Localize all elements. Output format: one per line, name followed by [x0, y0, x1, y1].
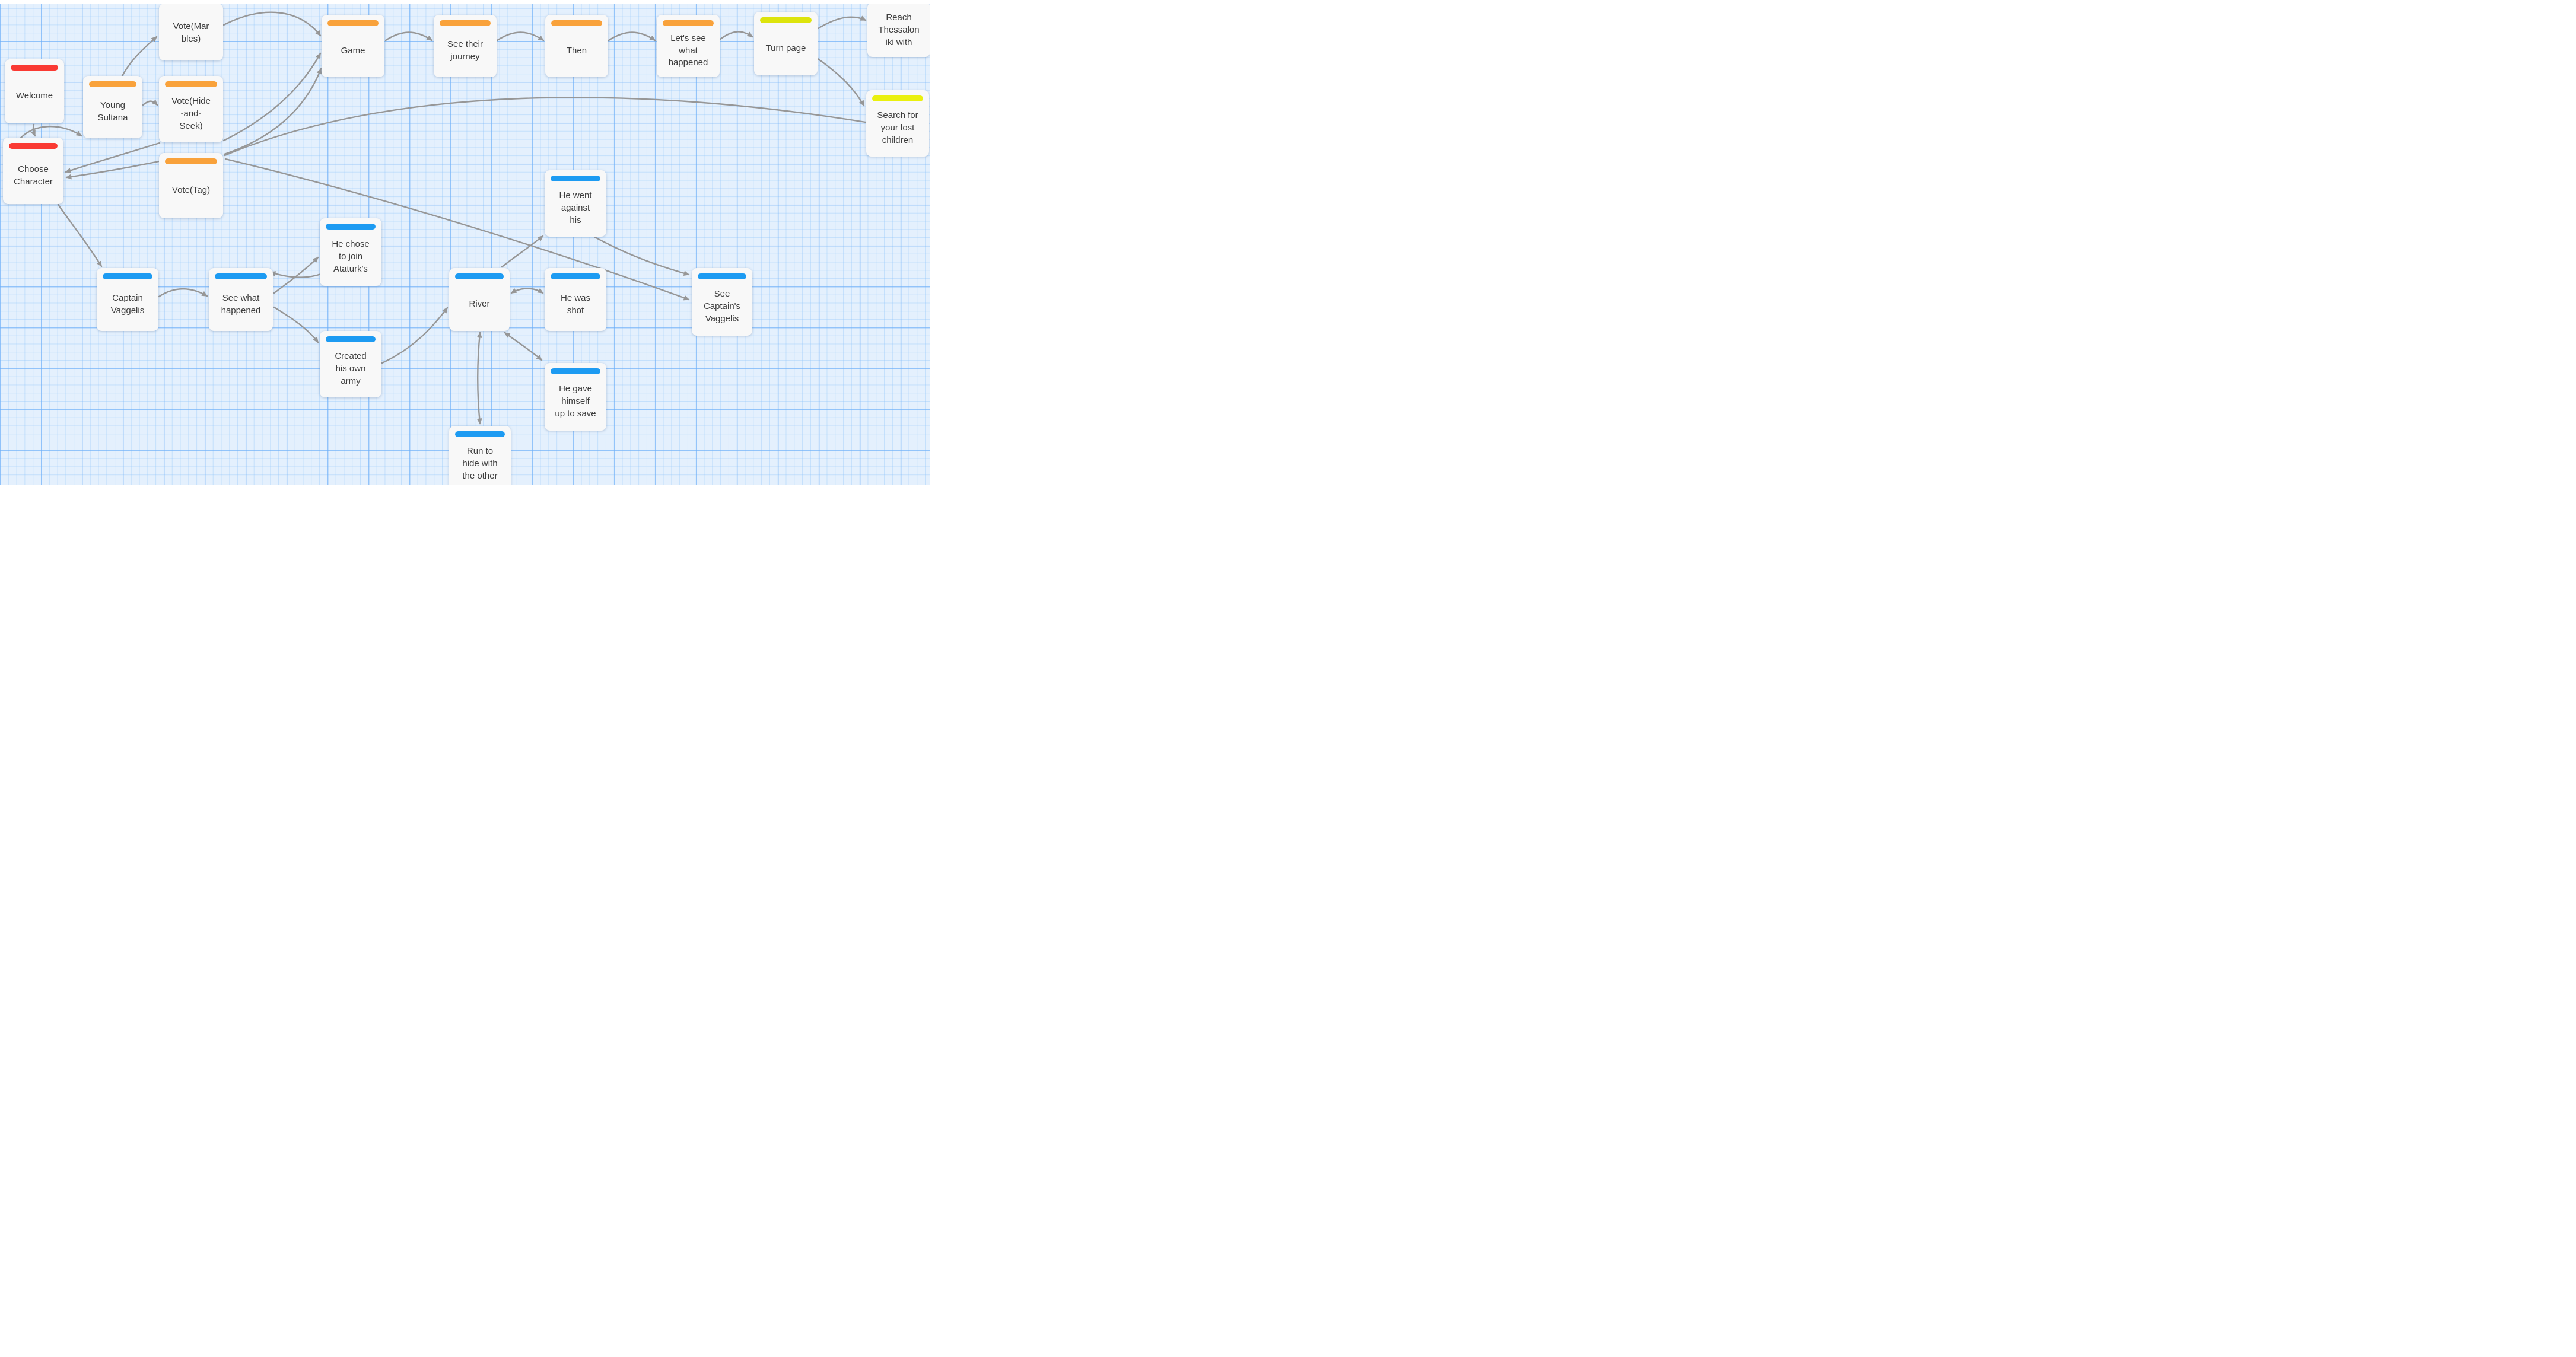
node-turn-page[interactable]: Turn page	[754, 12, 818, 75]
node-choose-character[interactable]: Choose Character	[3, 138, 63, 204]
edge-vote-tag-to-game[interactable]	[223, 68, 322, 155]
node-river[interactable]: River	[449, 268, 510, 331]
node-he-was-shot[interactable]: He was shot	[545, 268, 606, 331]
node-color-bar	[455, 273, 504, 279]
node-label: He went against his	[559, 190, 592, 225]
edge-captain-vaggelis-to-see-what[interactable]	[158, 288, 208, 298]
edge-turn-page-to-reach-thessaloniki[interactable]	[817, 15, 867, 30]
node-young-sultana[interactable]: Young Sultana	[83, 76, 142, 138]
edge-game-to-see-their-journey[interactable]	[384, 31, 433, 42]
node-run-to-hide-with-the-other[interactable]: Run to hide with the other	[449, 426, 511, 490]
edge-see-what-to-created-army[interactable]	[273, 306, 319, 343]
edge-vote-marbles-to-game[interactable]	[222, 11, 322, 37]
node-label: He was shot	[560, 292, 591, 316]
node-see-their-journey[interactable]: See their journey	[434, 15, 497, 77]
node-search-for-your-lost-children[interactable]: Search for your lost children	[866, 90, 929, 157]
node-label: Young Sultana	[97, 100, 128, 123]
node-color-bar	[455, 431, 505, 437]
node-color-bar	[551, 176, 600, 181]
edge-he-went-to-see-captains[interactable]	[594, 236, 690, 276]
node-label: Game	[341, 45, 365, 56]
node-label: Turn page	[765, 43, 806, 53]
bottom-margin	[0, 485, 930, 490]
node-color-bar	[551, 368, 600, 374]
edge-river-run-to-hide[interactable]	[476, 332, 482, 425]
edge-choose-character-to-young-sultana[interactable]	[17, 126, 82, 142]
node-welcome[interactable]: Welcome	[5, 59, 64, 123]
node-label: Then	[566, 45, 587, 56]
node-label: Captain Vaggelis	[110, 292, 145, 316]
node-captain-vaggelis[interactable]: Captain Vaggelis	[97, 268, 158, 331]
node-label: Choose Character	[14, 164, 53, 187]
node-label: Welcome	[15, 91, 53, 101]
node-label: See what happened	[221, 292, 261, 316]
node-vote-marbles[interactable]: Vote(Mar bles)	[159, 4, 223, 60]
node-label: He chose to join Ataturk's	[332, 239, 370, 274]
node-he-went-against-his[interactable]: He went against his	[545, 170, 606, 237]
node-game[interactable]: Game	[322, 15, 384, 77]
node-label: See their journey	[447, 39, 484, 62]
edge-choose-character-to-captain-vaggelis[interactable]	[57, 203, 103, 267]
node-color-bar	[165, 81, 217, 87]
edge-young-sultana-to-vote-hide[interactable]	[142, 99, 158, 106]
edges-layer	[17, 11, 867, 425]
edge-see-their-journey-to-then[interactable]	[496, 31, 545, 42]
edge-river-to-he-went-against[interactable]	[501, 235, 544, 268]
edge-see-what-to-he-chose[interactable]	[273, 256, 319, 294]
node-label: Run to hide with the other	[462, 446, 498, 481]
node-color-bar	[326, 224, 376, 230]
edge-vote-hide-to-choose-character[interactable]	[65, 142, 161, 173]
node-color-bar	[103, 273, 152, 279]
node-vote-tag[interactable]: Vote(Tag)	[159, 153, 223, 218]
edge-turn-page-to-search[interactable]	[816, 57, 865, 107]
node-label: See Captain's Vaggelis	[703, 289, 741, 324]
edge-river-he-was-shot[interactable]	[510, 288, 544, 294]
edge-created-army-to-river[interactable]	[381, 307, 449, 364]
node-vote-hide-and-seek[interactable]: Vote(Hide -and- Seek)	[159, 76, 223, 142]
node-he-chose-to-join-ataturks[interactable]: He chose to join Ataturk's	[320, 218, 381, 286]
top-margin	[0, 0, 930, 4]
edge-welcome-to-choose-character[interactable]	[30, 123, 36, 137]
node-color-bar	[551, 20, 602, 26]
node-color-bar	[89, 81, 136, 87]
node-label: Created his own army	[335, 351, 367, 386]
node-label: River	[469, 299, 490, 310]
node-color-bar	[11, 65, 58, 71]
node-color-bar	[551, 273, 600, 279]
node-color-bar	[165, 158, 217, 164]
node-label: Let's see what happened	[668, 33, 708, 68]
node-color-bar	[326, 336, 376, 342]
edge-he-chose-to-see-what[interactable]	[269, 271, 322, 278]
node-reach-thessaloniki[interactable]: Reach Thessalon iki with	[867, 2, 930, 57]
node-label: Search for your lost children	[877, 110, 918, 145]
node-label: Vote(Tag)	[171, 185, 211, 196]
node-label: Vote(Hide -and- Seek)	[171, 96, 211, 131]
node-label: Reach Thessalon iki with	[878, 12, 920, 47]
edge-lets-see-to-turn-page[interactable]	[719, 31, 753, 40]
node-label: Vote(Mar bles)	[173, 21, 209, 44]
node-see-what-happened[interactable]: See what happened	[209, 268, 273, 331]
node-then[interactable]: Then	[545, 15, 608, 77]
node-label: He gave himself up to save	[555, 384, 596, 419]
edge-vote-hide-to-game[interactable]	[222, 52, 322, 142]
node-color-bar	[760, 17, 812, 23]
node-color-bar	[327, 20, 379, 26]
edge-then-to-lets-see[interactable]	[608, 31, 656, 42]
node-color-bar	[663, 20, 714, 26]
node-color-bar	[698, 273, 746, 279]
edge-vote-tag-to-choose-character[interactable]	[65, 160, 160, 180]
node-color-bar	[215, 273, 267, 279]
node-color-bar	[9, 143, 58, 149]
edge-young-sultana-to-vote-marbles[interactable]	[121, 36, 158, 77]
edge-vote-tag-to-see-captains[interactable]	[224, 158, 690, 301]
node-see-captains-vaggelis[interactable]: See Captain's Vaggelis	[692, 268, 752, 336]
edge-vote-tag-to-search[interactable]	[224, 97, 867, 157]
node-color-bar	[872, 95, 923, 101]
node-he-gave-himself-up-to-save[interactable]: He gave himself up to save	[545, 363, 606, 431]
node-color-bar	[440, 20, 491, 26]
edge-river-he-gave-himself[interactable]	[504, 332, 543, 361]
node-lets-see-what-happened[interactable]: Let's see what happened	[657, 15, 720, 77]
node-created-his-own-army[interactable]: Created his own army	[320, 331, 381, 397]
